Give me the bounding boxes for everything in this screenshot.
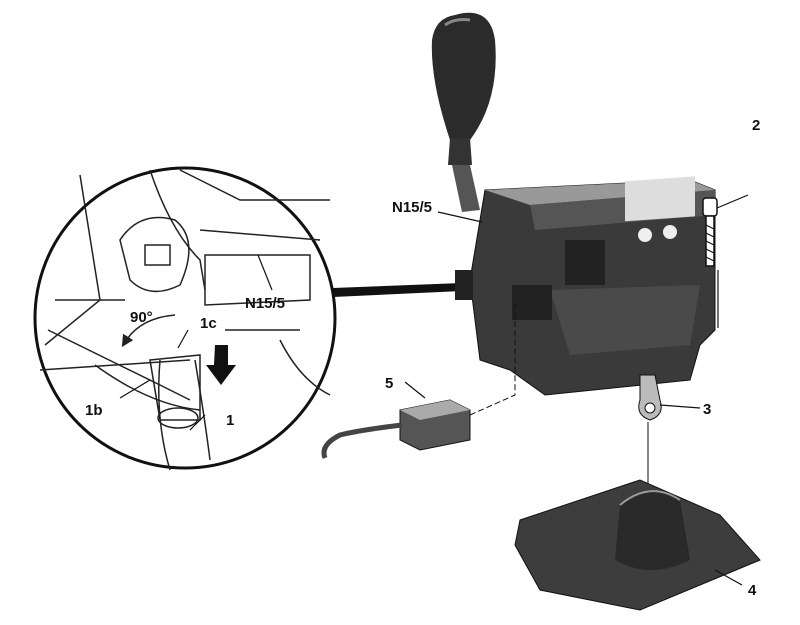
label-connector: 5 xyxy=(385,375,393,392)
label-module-detail: N15/5 xyxy=(245,295,285,312)
label-1c: 1c xyxy=(200,315,217,332)
lever xyxy=(638,374,701,490)
cover xyxy=(514,479,761,611)
label-bolt: 2 xyxy=(752,117,760,134)
gear-knob xyxy=(431,12,496,212)
selector-housing xyxy=(455,176,716,396)
detail-view xyxy=(33,166,337,471)
arrow-down-icon xyxy=(206,345,236,385)
detail-pointer xyxy=(333,283,462,297)
label-1b: 1b xyxy=(85,402,103,419)
label-lever: 3 xyxy=(703,401,711,418)
label-cover: 4 xyxy=(748,582,757,599)
label-module-top: N15/5 xyxy=(392,199,432,216)
label-1: 1 xyxy=(226,412,234,429)
label-angle: 90° xyxy=(130,309,153,326)
bolt xyxy=(702,194,749,328)
connector xyxy=(321,300,516,459)
